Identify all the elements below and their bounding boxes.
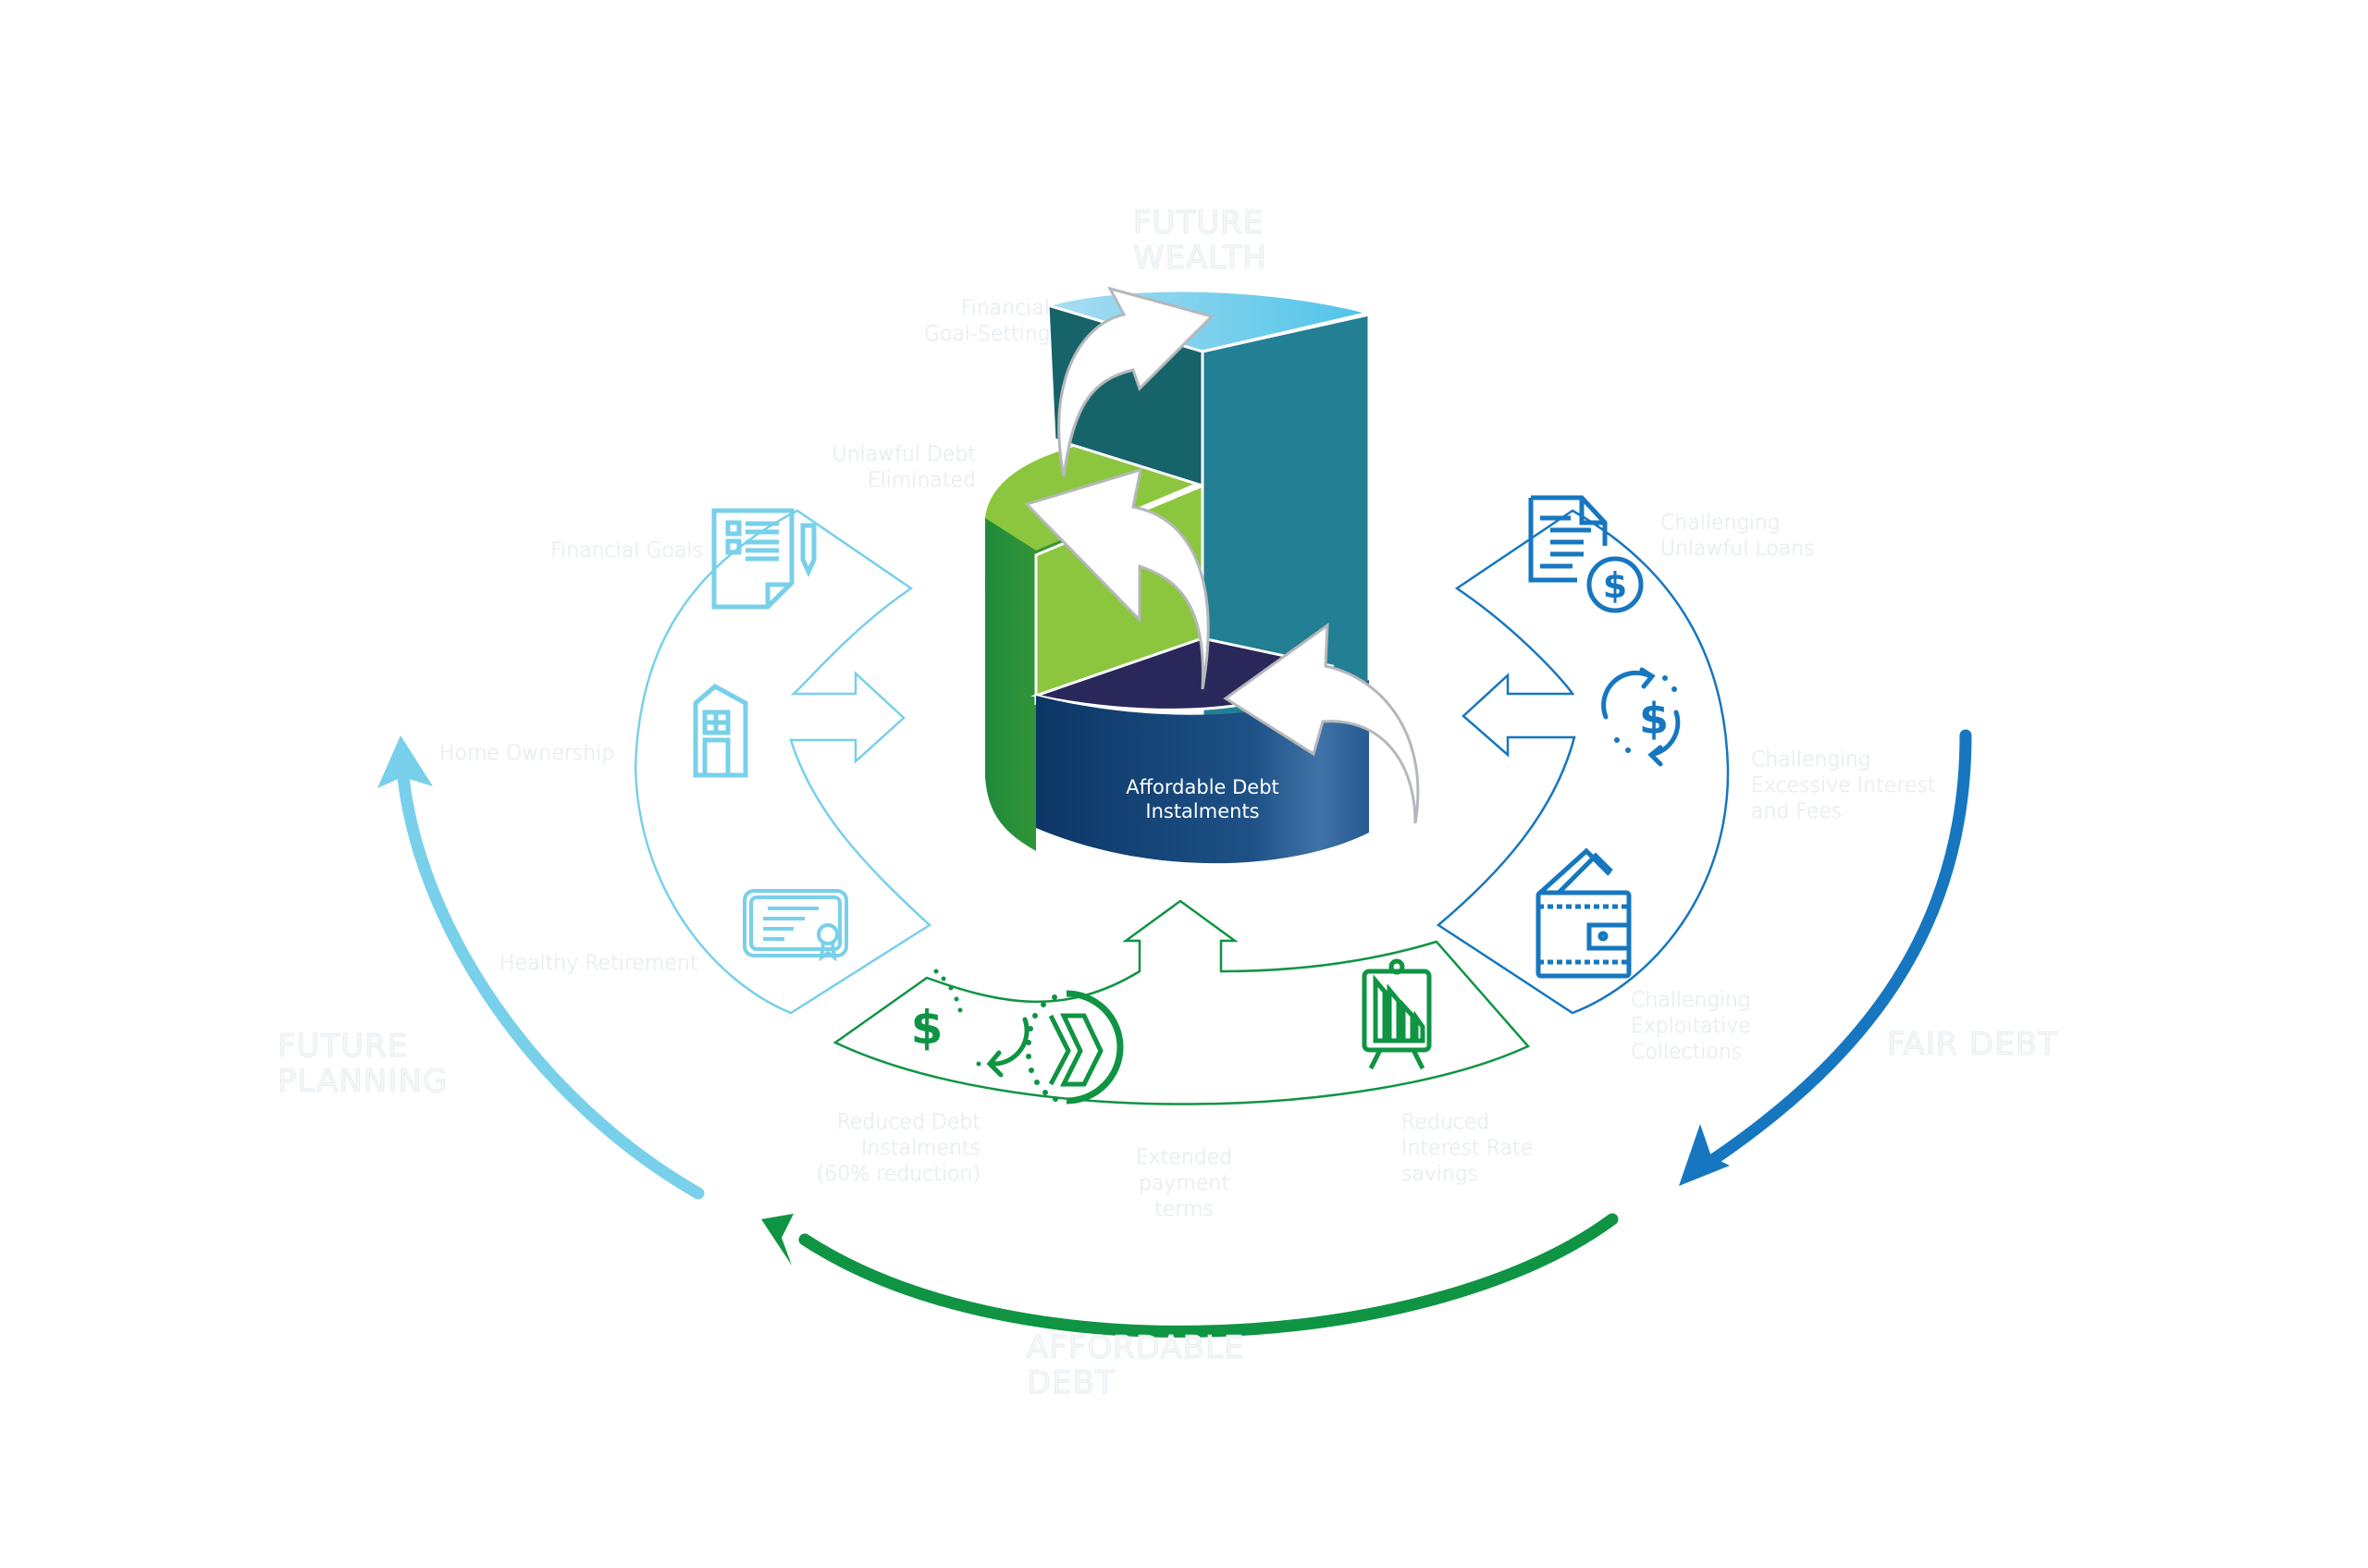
checklist-document-icon (711, 508, 817, 610)
fair-debt-shape (1436, 509, 1730, 1015)
fair-debt-title: FAIR DEBT (1887, 1026, 2058, 1063)
future-planning-title: FUTURE PLANNING (278, 1028, 449, 1100)
financial-goals-label: Financial Goals (550, 539, 704, 563)
wallet-icon (1536, 847, 1632, 979)
financial-goal-setting-label: Financial Goal-Setting (923, 297, 1051, 347)
future-wealth-title: FUTURE WEALTH (1133, 204, 1267, 277)
affordable-debt-cycle-arrow (761, 1213, 1619, 1338)
affordable-debt-instalments-label: Affordable Debt Instalments (1126, 776, 1279, 822)
dollar-return-icon: $ (911, 969, 1030, 1078)
challenging-unlawful-loans-label: Challenging Unlawful Loans (1660, 512, 1815, 562)
challenging-excessive-interest-label: Challenging Excessive Interest and Fees (1751, 748, 1936, 824)
svg-text:$: $ (911, 1001, 944, 1055)
growth-arrow-top (1057, 286, 1215, 477)
unlawful-debt-eliminated-label: Unlawful Debt Eliminated (832, 443, 976, 493)
affordable-debt-shape (832, 899, 1531, 1105)
certificate-icon (743, 889, 848, 962)
reduced-interest-rate-label: Reduced Interest Rate savings (1401, 1111, 1534, 1187)
challenging-exploitative-collections-label: Challenging Exploitative Collections (1631, 989, 1752, 1065)
stacked-cylinder-chart (985, 286, 1420, 864)
future-planning-cycle-arrow (377, 735, 705, 1200)
declining-chart-easel-icon (1362, 958, 1432, 1070)
future-planning-shape (634, 509, 932, 1015)
svg-text:$: $ (1603, 565, 1627, 606)
home-ownership-label: Home Ownership (439, 742, 615, 766)
dollar-cycle-icon: $ (1601, 667, 1681, 767)
invoice-dollar-icon: $ (1528, 495, 1644, 613)
house-icon (693, 683, 748, 778)
growth-arrow-bottom (1223, 622, 1420, 824)
svg-text:$: $ (1639, 694, 1669, 744)
fast-forward-icon (1026, 990, 1124, 1105)
reduced-debt-instalments-label: Reduced Debt Instalments (60% reduction) (816, 1111, 980, 1187)
extended-payment-terms-label: Extended payment terms (1135, 1146, 1233, 1222)
healthy-retirement-label: Healthy Retirement (500, 952, 698, 976)
affordable-debt-title: AFFORDABLE DEBT (1027, 1329, 1245, 1401)
growth-arrow-middle (1024, 467, 1210, 690)
fair-debt-cycle-arrow (1679, 729, 1972, 1186)
